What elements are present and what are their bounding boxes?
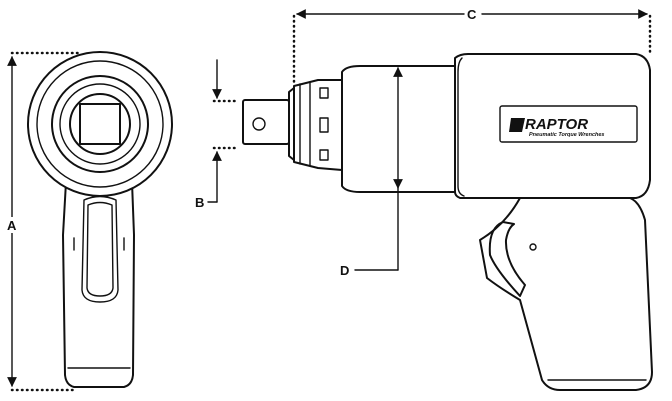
side-view-grip	[479, 197, 653, 391]
logo-r-flourish	[509, 118, 525, 132]
logo-subtitle: Pneumatic Torque Wrenches	[529, 132, 605, 138]
dimension-b: B	[195, 59, 240, 210]
side-view-logo-plate	[499, 105, 638, 143]
front-view-housing-outer	[27, 51, 173, 197]
dimension-c: C	[292, 7, 652, 86]
dimension-label-a: A	[7, 218, 17, 233]
dimension-label-c: C	[467, 7, 477, 22]
logo-brand: RAPTOR	[525, 116, 588, 133]
dimension-label-d: D	[340, 263, 349, 278]
side-view-trigger	[488, 221, 526, 297]
side-view-square-drive	[242, 99, 290, 145]
front-view-grip	[62, 181, 135, 388]
dimension-label-b: B	[195, 195, 204, 210]
front-view	[27, 51, 173, 388]
side-view: RAPTOR Pneumatic Torque Wrenches	[242, 53, 653, 391]
side-view-nose	[293, 79, 343, 171]
dimension-a: A	[4, 51, 84, 392]
front-view-anvil-socket	[69, 93, 131, 155]
front-view-housing-ring	[51, 75, 149, 173]
side-view-grip-screw	[529, 243, 537, 251]
front-view-square-drive	[79, 103, 121, 145]
side-view-motor-housing	[454, 53, 651, 199]
side-view-retaining-pin	[252, 117, 266, 131]
dimension-d: D	[340, 67, 403, 278]
